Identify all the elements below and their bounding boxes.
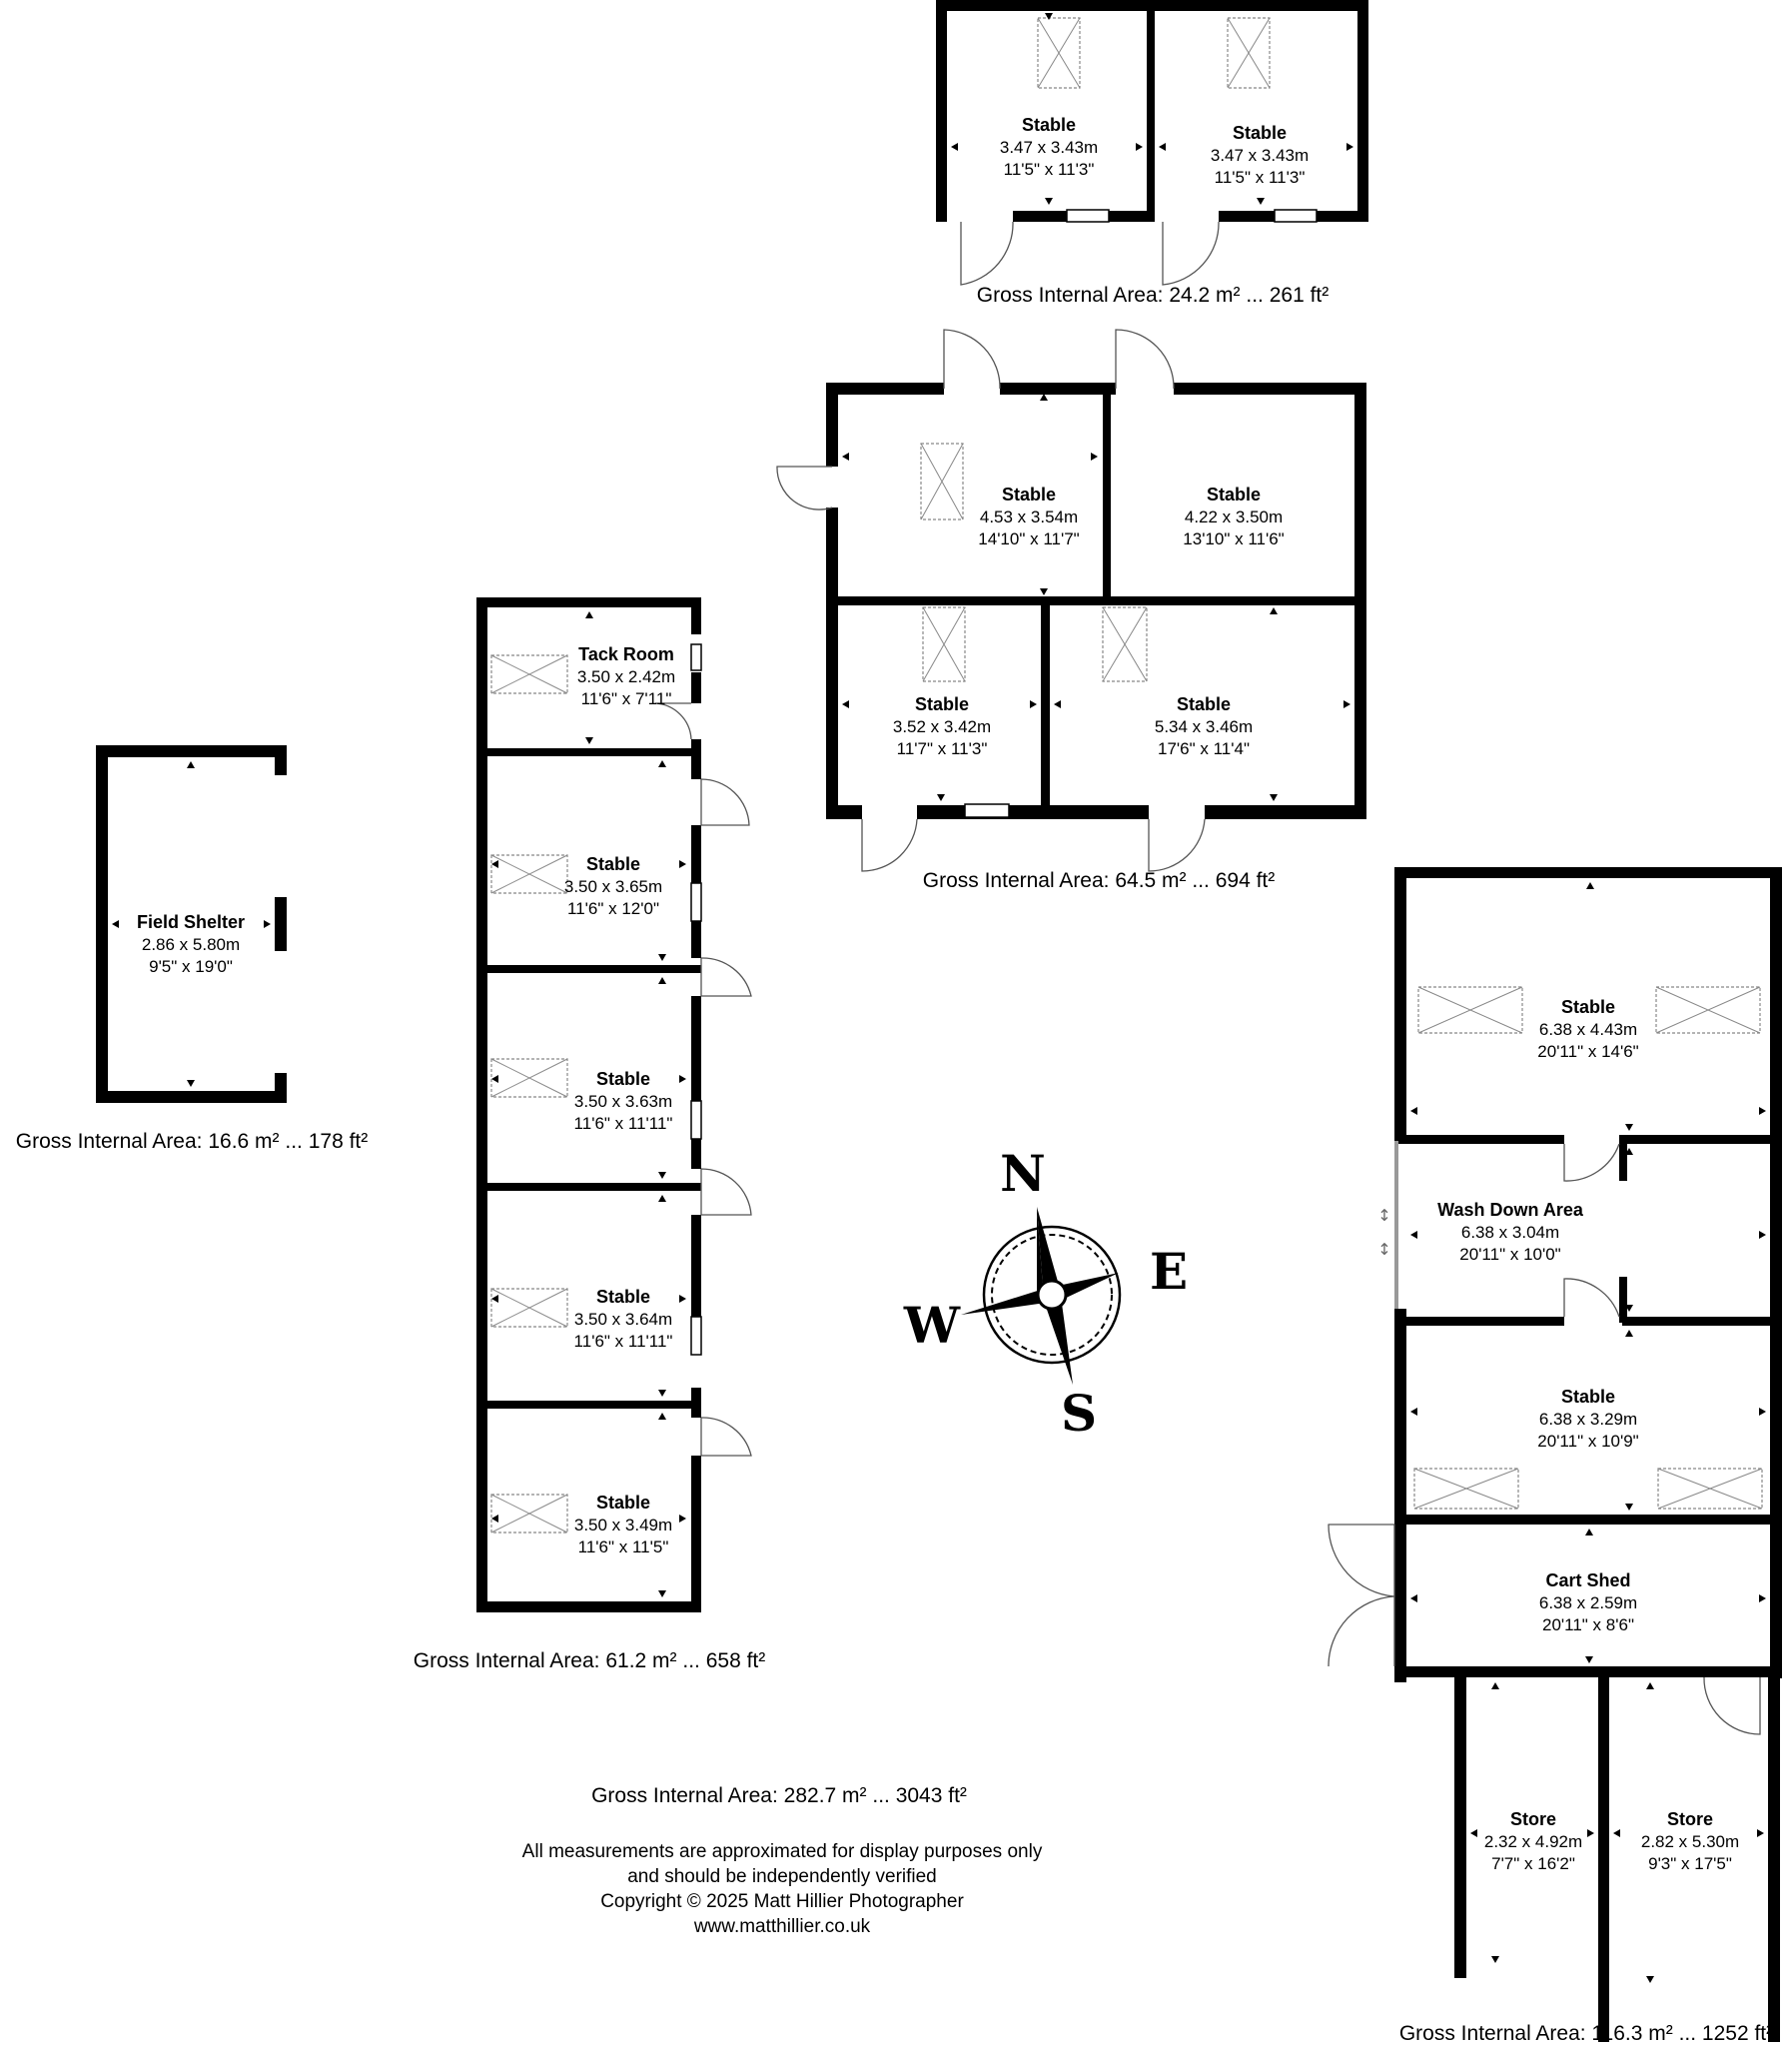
svg-text:↕: ↕: [1377, 1206, 1390, 1225]
room-label: Field Shelter 2.86 x 5.80m 9'5" x 19'0": [137, 912, 245, 976]
room-name: Stable: [1002, 485, 1056, 505]
room-metric: 3.47 x 3.43m: [1211, 146, 1309, 165]
room-metric: 3.50 x 3.49m: [574, 1516, 672, 1534]
area-label: Gross Internal Area: 64.5 m² ... 694 ft²: [923, 869, 1276, 892]
room-metric: 3.50 x 3.63m: [574, 1092, 672, 1111]
room-metric: 3.50 x 3.64m: [574, 1310, 672, 1329]
compass-rose-icon: N E S W: [903, 1144, 1188, 1443]
room-label: Stable 3.50 x 3.65m 11'6" x 12'0": [564, 854, 662, 918]
room-label: Stable 3.50 x 3.49m 11'6" x 11'5": [574, 1493, 672, 1556]
room-metric: 2.32 x 4.92m: [1484, 1832, 1582, 1851]
compass-north: N: [1000, 1144, 1046, 1203]
disclaimer-line: and should be independently verified: [627, 1866, 937, 1887]
room-imperial: 7'7" x 16'2": [1491, 1854, 1575, 1873]
room-label: Stable 3.52 x 3.42m 11'7" x 11'3": [893, 694, 991, 758]
room-metric: 6.38 x 3.04m: [1461, 1223, 1559, 1242]
building-left-centre: [476, 597, 752, 1612]
room-metric: 2.86 x 5.80m: [142, 935, 240, 954]
room-imperial: 11'6" x 12'0": [567, 899, 659, 918]
room-imperial: 9'5" x 19'0": [149, 957, 233, 976]
room-name: Stable: [596, 1493, 650, 1513]
room-label: Stable 3.50 x 3.63m 11'6" x 11'11": [574, 1069, 673, 1133]
room-metric: 3.47 x 3.43m: [1000, 138, 1098, 157]
room-name: Stable: [1022, 115, 1076, 135]
room-imperial: 20'11" x 10'9": [1537, 1432, 1638, 1451]
room-imperial: 11'7" x 11'3": [897, 739, 988, 758]
room-metric: 5.34 x 3.46m: [1155, 717, 1253, 736]
room-label: Tack Room 3.50 x 2.42m 11'6" x 7'11": [577, 644, 675, 708]
room-name: Stable: [1177, 694, 1231, 714]
room-metric: 4.53 x 3.54m: [980, 508, 1078, 526]
area-label: Gross Internal Area: 116.3 m² ... 1252 f…: [1399, 2022, 1773, 2045]
room-name: Stable: [596, 1069, 650, 1089]
room-label: Stable 3.47 x 3.43m 11'5" x 11'3": [1000, 115, 1098, 179]
room-label: Store 2.32 x 4.92m 7'7" x 16'2": [1484, 1809, 1582, 1873]
room-imperial: 20'11" x 10'0": [1459, 1245, 1560, 1264]
area-label: Gross Internal Area: 16.6 m² ... 178 ft²: [16, 1130, 369, 1153]
building-field-shelter: [96, 745, 287, 1103]
room-label: Stable 6.38 x 3.29m 20'11" x 10'9": [1537, 1387, 1638, 1451]
total-area-label: Gross Internal Area: 282.7 m² ... 3043 f…: [591, 1784, 967, 1807]
room-label: Wash Down Area 6.38 x 3.04m 20'11" x 10'…: [1437, 1200, 1584, 1264]
room-imperial: 11'6" x 11'11": [574, 1114, 673, 1133]
room-metric: 3.50 x 2.42m: [577, 667, 675, 686]
website-line: www.matthillier.co.uk: [693, 1916, 871, 1937]
room-name: Stable: [915, 694, 969, 714]
room-label: Stable 4.53 x 3.54m 14'10" x 11'7": [978, 485, 1079, 548]
room-name: Tack Room: [578, 644, 674, 664]
room-name: Store: [1667, 1809, 1713, 1829]
room-label: Stable 4.22 x 3.50m 13'10" x 11'6": [1183, 485, 1284, 548]
room-name: Stable: [596, 1287, 650, 1307]
room-imperial: 11'6" x 11'5": [578, 1537, 669, 1556]
room-imperial: 11'6" x 7'11": [581, 689, 672, 708]
room-name: Store: [1510, 1809, 1556, 1829]
room-name: Cart Shed: [1545, 1570, 1630, 1590]
room-imperial: 11'5" x 11'3": [1215, 168, 1306, 187]
room-metric: 3.52 x 3.42m: [893, 717, 991, 736]
building-right: ↕ ↕: [1328, 867, 1782, 2042]
room-metric: 6.38 x 3.29m: [1539, 1410, 1637, 1429]
room-label: Stable 5.34 x 3.46m 17'6" x 11'4": [1155, 694, 1253, 758]
room-labels: Stable 3.47 x 3.43m 11'5" x 11'3" Stable…: [137, 115, 1739, 1873]
room-name: Stable: [586, 854, 640, 874]
building-top: [936, 0, 1368, 286]
area-label: Gross Internal Area: 24.2 m² ... 261 ft²: [977, 284, 1330, 307]
room-metric: 3.50 x 3.65m: [564, 877, 662, 896]
room-label: Store 2.82 x 5.30m 9'3" x 17'5": [1641, 1809, 1739, 1873]
room-imperial: 20'11" x 14'6": [1537, 1042, 1638, 1061]
room-name: Stable: [1561, 1387, 1615, 1407]
room-metric: 2.82 x 5.30m: [1641, 1832, 1739, 1851]
room-imperial: 9'3" x 17'5": [1648, 1854, 1732, 1873]
compass-east: E: [1150, 1242, 1188, 1301]
room-label: Stable 3.50 x 3.64m 11'6" x 11'11": [574, 1287, 673, 1351]
room-imperial: 13'10" x 11'6": [1183, 529, 1284, 548]
room-imperial: 11'6" x 11'11": [574, 1332, 673, 1351]
area-label: Gross Internal Area: 61.2 m² ... 658 ft²: [414, 1649, 766, 1672]
room-label: Stable 6.38 x 4.43m 20'11" x 14'6": [1537, 997, 1638, 1061]
room-imperial: 20'11" x 8'6": [1542, 1615, 1634, 1634]
area-labels: Gross Internal Area: 24.2 m² ... 261 ft²…: [16, 284, 1773, 2045]
room-label: Cart Shed 6.38 x 2.59m 20'11" x 8'6": [1539, 1570, 1637, 1634]
copyright-line: Copyright © 2025 Matt Hillier Photograph…: [600, 1891, 964, 1912]
room-name: Stable: [1561, 997, 1615, 1017]
room-name: Stable: [1233, 123, 1287, 143]
compass-west: W: [903, 1296, 961, 1355]
svg-text:↕: ↕: [1377, 1240, 1390, 1259]
room-metric: 6.38 x 2.59m: [1539, 1593, 1637, 1612]
room-imperial: 17'6" x 11'4": [1158, 739, 1250, 758]
room-name: Wash Down Area: [1437, 1200, 1584, 1220]
room-name: Stable: [1207, 485, 1261, 505]
building-middle: [776, 329, 1366, 872]
room-imperial: 14'10" x 11'7": [978, 529, 1079, 548]
footer-notes: Gross Internal Area: 282.7 m² ... 3043 f…: [522, 1784, 1043, 1937]
room-imperial: 11'5" x 11'3": [1004, 160, 1095, 179]
room-name: Field Shelter: [137, 912, 245, 932]
room-metric: 4.22 x 3.50m: [1185, 508, 1283, 526]
room-metric: 6.38 x 4.43m: [1539, 1020, 1637, 1039]
compass-south: S: [1061, 1384, 1097, 1443]
disclaimer-line: All measurements are approximated for di…: [522, 1841, 1043, 1862]
room-label: Stable 3.47 x 3.43m 11'5" x 11'3": [1211, 123, 1309, 187]
